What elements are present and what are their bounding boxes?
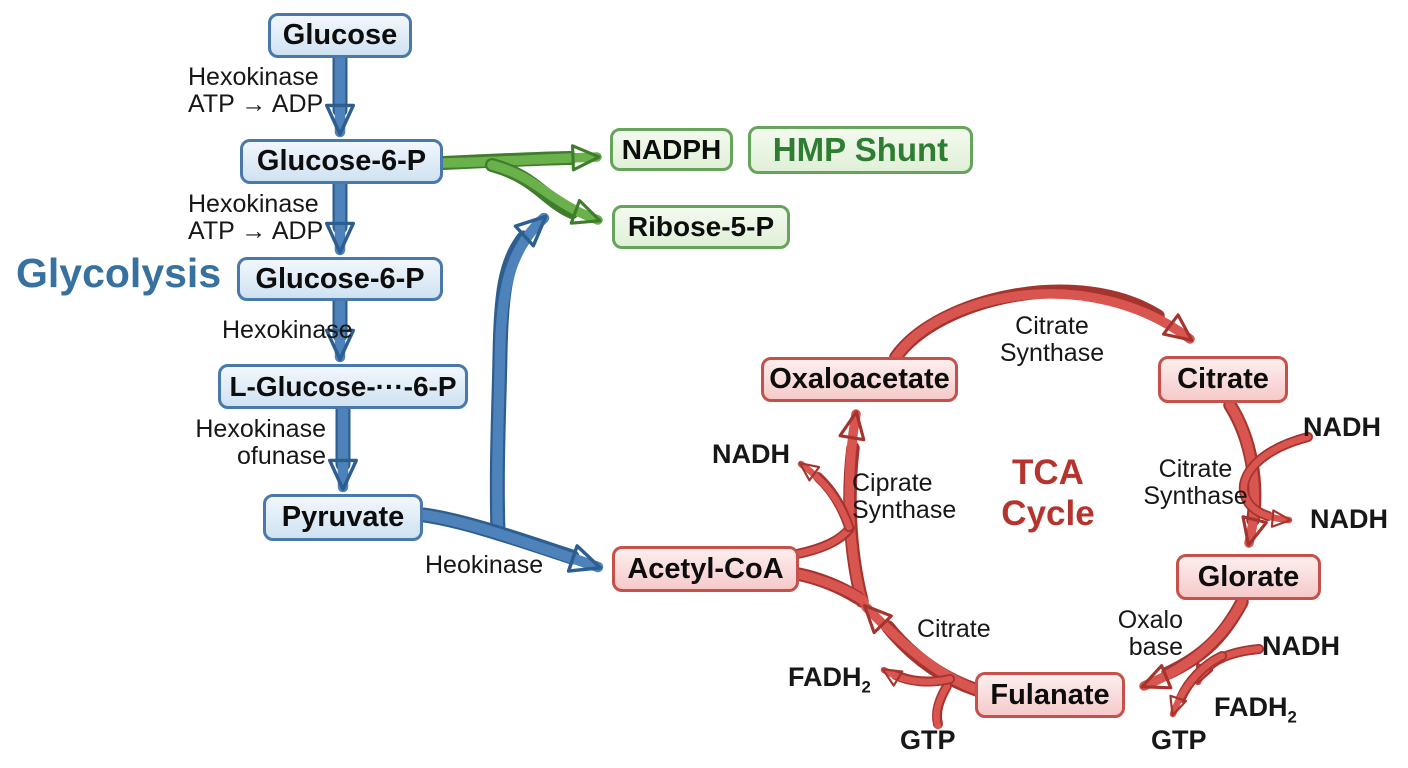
cs-top-line2: Synthase — [999, 339, 1105, 367]
gtp-glorate-label: GTP — [1151, 725, 1207, 755]
step4-enzyme-label: Hexokinase ofunase — [189, 416, 326, 470]
node-hmp-shunt: HMP Shunt — [748, 126, 973, 174]
node-glucose: Glucose — [268, 13, 412, 58]
oxalo-line2: base — [1128, 633, 1183, 661]
citrate-synthase-right-label: Citrate Synthase — [1118, 456, 1273, 510]
oxalo-line1: Oxalo — [1117, 606, 1183, 634]
fadh2-glorate-label: FADH2 — [1214, 694, 1297, 730]
node-glucose-6-p-top: Glucose-6-P — [240, 139, 443, 184]
node-ribose-5-p: Ribose-5-P — [612, 205, 790, 249]
ciprate-synthase-label: Ciprate Synthase — [852, 470, 956, 524]
arrow-pyruvate-to-ribose — [489, 212, 550, 541]
nadh-citrate-out-label: NADH — [1310, 504, 1388, 534]
node-fulanate: Fulanate — [975, 672, 1125, 718]
cs-left-line1: Ciprate — [852, 469, 933, 497]
node-l-glucose-6-p: L-Glucose-···-6-P — [218, 364, 468, 409]
nadh-oxaloacetate-label: NADH — [712, 439, 790, 469]
acetylcoa-upper-connector — [792, 521, 855, 559]
node-pyruvate: Pyruvate — [263, 494, 423, 541]
nadh-glorate-label: NADH — [1262, 631, 1340, 661]
step2-enzyme-label: Hexokinase ATP → ADP — [188, 191, 323, 245]
node-glorate: Glorate — [1176, 554, 1321, 600]
heokinase-label: Heokinase — [425, 551, 544, 579]
cs-right-line2: Synthase — [1143, 482, 1248, 510]
fadh2-fulanate-base: FADH — [788, 662, 862, 692]
arrow-g6p-to-nadph — [437, 144, 602, 172]
arrow-fulanate-to-junction — [861, 602, 984, 697]
step1-line2: ATP → ADP — [188, 90, 324, 118]
step2-line2: ATP → ADP — [188, 217, 324, 245]
step3-enzyme-label: Hexokinase — [222, 316, 353, 344]
node-citrate: Citrate — [1158, 356, 1288, 403]
arrow-oxaloacetate-nadh-hook — [797, 460, 854, 532]
node-glucose-6-p-mid: Glucose-6-P — [237, 257, 443, 301]
arrow-citrate-nadh-hook — [1238, 432, 1313, 528]
citrate-synthase-top-label: Citrate Synthase — [972, 313, 1132, 367]
arrow-fulanate-to-fadh2 — [880, 666, 955, 687]
cs-left-line2: Synthase — [852, 496, 957, 524]
step1-enzyme-label: Hexokinase ATP → ADP — [188, 64, 323, 118]
fadh2-fulanate-sub: 2 — [861, 677, 871, 697]
cs-top-line1: Citrate — [1015, 312, 1089, 340]
arrow-oxaloacetate-to-citrate — [889, 284, 1195, 364]
glycolysis-title: Glycolysis — [16, 250, 222, 296]
step4-line2: ofunase — [237, 442, 326, 470]
tca-cycle-title: TCA Cycle — [968, 452, 1128, 534]
arrow-glorate-to-gtp — [1169, 651, 1227, 718]
step4-line1: Hexokinase — [195, 415, 326, 443]
oxalo-base-label: Oxalo base — [1103, 607, 1183, 661]
tca-title-line1: TCA — [1012, 453, 1084, 492]
tca-title-line2: Cycle — [1001, 494, 1095, 533]
cs-right-line1: Citrate — [1158, 455, 1233, 483]
arrow-glorate-to-fulanate — [1139, 595, 1249, 691]
nadh-citrate-in-label: NADH — [1303, 412, 1381, 442]
fadh2-fulanate-label: FADH2 — [788, 664, 871, 700]
node-acetyl-coa: Acetyl-CoA — [612, 546, 799, 592]
node-oxaloacetate: Oxaloacetate — [761, 357, 958, 402]
acetylcoa-lower-connector — [791, 567, 869, 606]
gtp-fulanate-label: GTP — [900, 725, 956, 755]
arrow-g6p-to-ribose — [485, 158, 603, 225]
step1-line1: Hexokinase — [188, 63, 319, 91]
step2-line1: Hexokinase — [188, 190, 319, 218]
fadh2-glorate-sub: 2 — [1287, 707, 1297, 727]
fadh2-glorate-base: FADH — [1214, 692, 1288, 722]
node-nadph: NADPH — [610, 128, 733, 171]
arrow-fulanate-gtp-tail — [932, 681, 952, 730]
fulanate-arrow-citrate-label: Citrate — [917, 615, 991, 643]
arrow-pyruvate-to-acetylcoa — [416, 507, 604, 573]
